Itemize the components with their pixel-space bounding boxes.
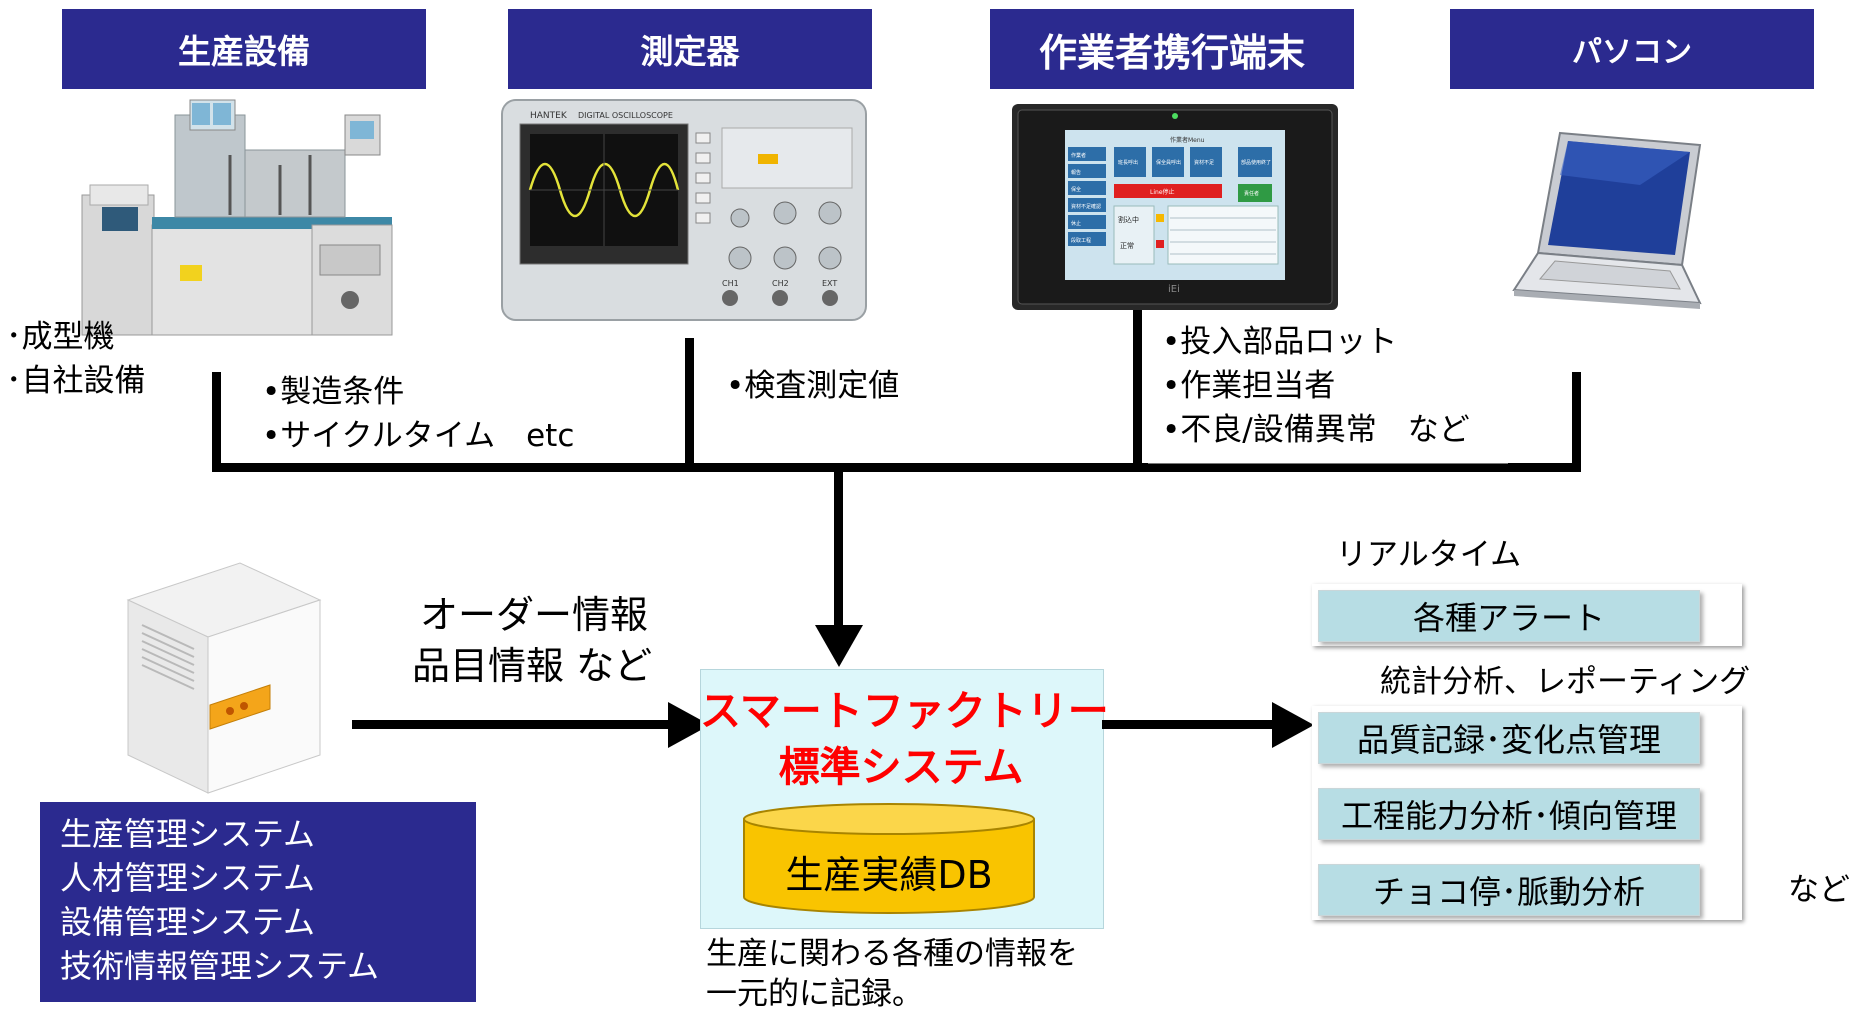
- header-measuring-instrument: 測定器: [508, 9, 872, 89]
- worker-tablet-image: 作業者Menu 作業者 報告 保全 資材不足確認 休止 段取工程 班長呼出 保全…: [1012, 104, 1338, 310]
- server-system-tech: 技術情報管理システム: [60, 947, 380, 985]
- equipment-note-molding: ･成型機: [6, 319, 115, 355]
- smart-factory-title-1: スマートファクトリー: [700, 687, 1109, 735]
- oscilloscope-ext-label: EXT: [822, 279, 837, 288]
- tablet-btn-parts-end: 部品使用終了: [1241, 159, 1271, 166]
- quality-record-box: 品質記録･変化点管理: [1318, 712, 1700, 764]
- terminal-data-worker: •作業担当者: [1162, 368, 1336, 404]
- connector-oscilloscope: [685, 338, 694, 472]
- header-pc: パソコン: [1450, 9, 1814, 89]
- connector-down: [834, 463, 843, 628]
- tablet-title: 作業者Menu: [1170, 136, 1205, 144]
- minor-stop-box: チョコ停･脈動分析: [1318, 864, 1700, 916]
- equipment-note-inhouse: ･自社設備: [6, 363, 146, 399]
- header-production-equipment: 生産設備: [62, 9, 426, 89]
- item-info-label: 品目情報 など: [412, 644, 653, 688]
- server-systems-box: [40, 802, 476, 1002]
- tablet-btn-shortage: 資材不足: [1194, 159, 1214, 166]
- outputs-etc: など: [1788, 872, 1850, 908]
- header-worker-terminal: 作業者携行端末: [990, 9, 1354, 89]
- tablet-menu-setup: 段取工程: [1071, 237, 1091, 244]
- server-system-equipment: 設備管理システム: [60, 903, 316, 941]
- server-system-hr: 人材管理システム: [60, 859, 316, 897]
- laptop-image: [1512, 131, 1702, 309]
- tablet-other: 責任者: [1244, 190, 1259, 197]
- oscilloscope-brand: HANTEK: [530, 111, 568, 121]
- stats-label: 統計分析、レポーティング: [1380, 664, 1751, 700]
- production-db-cylinder: [743, 803, 1035, 914]
- terminal-data-underline: [1148, 463, 1508, 464]
- tablet-status-interrupt: 割込中: [1118, 215, 1139, 224]
- tablet-menu-material: 資材不足確認: [1071, 203, 1101, 210]
- tablet-btn-leader: 班長呼出: [1118, 159, 1138, 166]
- smart-factory-title-2: 標準システム: [778, 743, 1024, 791]
- alerts-box: 各種アラート: [1318, 590, 1700, 642]
- arrow-right-head: [1272, 702, 1314, 748]
- arrow-left-head: [668, 702, 710, 748]
- tablet-menu-maintenance: 保全: [1071, 186, 1081, 193]
- server-image: [126, 562, 322, 794]
- arrow-left-shaft: [352, 720, 672, 729]
- realtime-label: リアルタイム: [1336, 537, 1522, 573]
- terminal-data-defect: •不良/設備異常 など: [1162, 412, 1470, 448]
- production-machine-image: [81, 99, 393, 336]
- arrow-right-shaft: [1102, 720, 1276, 729]
- tablet-line-stop: Line停止: [1150, 188, 1175, 196]
- tablet-menu-worker: 作業者: [1071, 152, 1086, 159]
- smart-factory-caption-2: 一元的に記録。: [706, 976, 923, 1012]
- process-capability-box: 工程能力分析･傾向管理: [1318, 788, 1700, 840]
- tablet-brand: iEi: [1168, 284, 1180, 295]
- oscilloscope-ch1-label: CH1: [722, 279, 739, 288]
- oscilloscope-image: HANTEK DIGITAL OSCILLOSCOPE CH1 CH2 EXT: [501, 99, 867, 321]
- server-system-production: 生産管理システム: [60, 815, 316, 853]
- connector-horizontal: [212, 463, 1581, 472]
- connector-laptop: [1572, 372, 1581, 472]
- measurement-data-values: •検査測定値: [726, 368, 900, 404]
- oscilloscope-model: DIGITAL OSCILLOSCOPE: [578, 111, 673, 120]
- terminal-data-lot: •投入部品ロット: [1162, 324, 1398, 360]
- production-data-conditions: •製造条件: [262, 374, 405, 410]
- connector-tablet: [1133, 310, 1142, 472]
- connector-equipment: [212, 372, 221, 472]
- order-info-label: オーダー情報: [420, 593, 649, 637]
- production-data-cycletime: •サイクルタイム etc: [262, 418, 575, 454]
- arrow-down-to-system: [815, 625, 863, 667]
- tablet-menu-report: 報告: [1071, 169, 1081, 176]
- tablet-menu-pause: 休止: [1071, 220, 1081, 227]
- smart-factory-caption-1: 生産に関わる各種の情報を: [706, 936, 1078, 972]
- tablet-status-normal: 正常: [1120, 241, 1134, 250]
- oscilloscope-ch2-label: CH2: [772, 279, 789, 288]
- production-db-label: 生産実績DB: [785, 853, 993, 897]
- tablet-btn-maint-call: 保全員呼出: [1156, 159, 1181, 166]
